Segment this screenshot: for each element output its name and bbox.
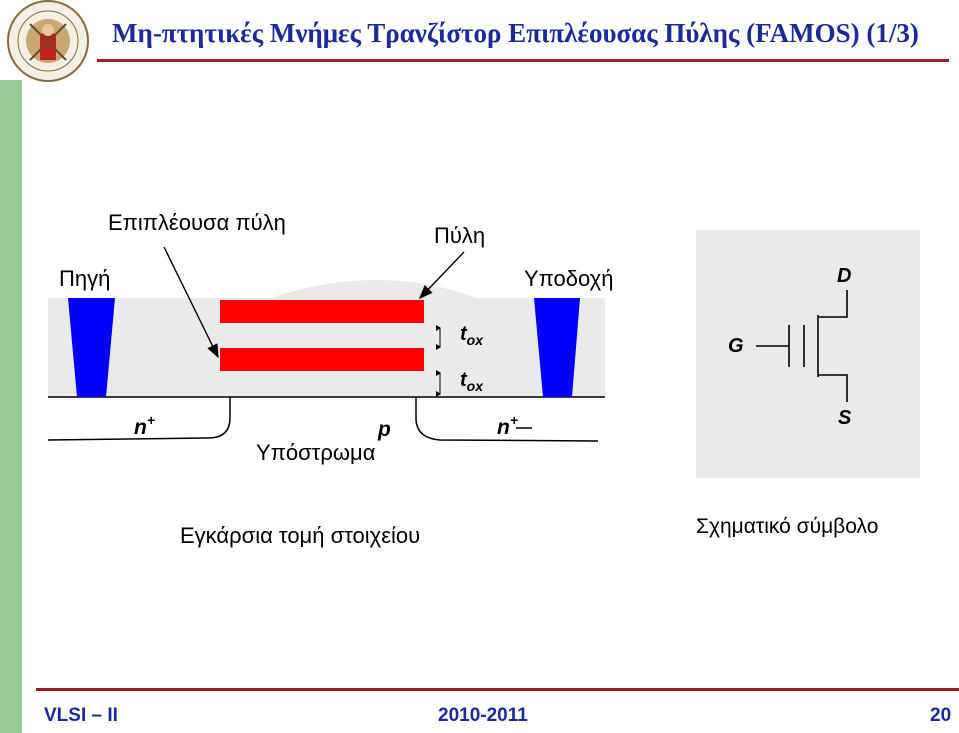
slide-title: Μη-πτητικές Μνήμες Τρανζίστορ Επιπλέουσα… xyxy=(112,18,919,48)
tox-top-label: tox xyxy=(460,323,484,348)
university-seal-icon xyxy=(7,0,89,82)
control-gate xyxy=(220,300,424,323)
floating-gate-label: Επιπλέουσα πύλη xyxy=(108,210,286,235)
gate-pointer xyxy=(419,251,465,300)
drain-contact xyxy=(534,298,580,397)
floating-gate-transistor-symbol xyxy=(756,290,848,402)
source-contact xyxy=(68,298,115,397)
cross-section-caption: Εγκάρσια τομή στοιχείου xyxy=(180,523,420,548)
title-divider xyxy=(97,59,949,62)
source-diffusion xyxy=(47,397,231,441)
gate-label: Πύλη xyxy=(434,223,485,248)
n-plus-left-label: n+ xyxy=(134,412,155,439)
footer-year: 2010-2011 xyxy=(438,705,528,726)
p-label: p xyxy=(377,418,391,441)
oxide-region xyxy=(48,280,605,397)
symbol-caption: Σχηματικό σύμβολο xyxy=(696,515,878,538)
floating-gate xyxy=(220,348,424,371)
substrate-label: Υπόστρωμα xyxy=(256,440,376,465)
drain-label: Υποδοχή xyxy=(524,266,613,291)
symbol-source-label: S xyxy=(838,407,852,429)
floating-gate-pointer xyxy=(163,246,219,359)
green-side-bar xyxy=(0,80,22,733)
footer-divider xyxy=(36,688,959,691)
footer-course: VLSI – II xyxy=(44,705,118,726)
symbol-drain-label: D xyxy=(837,265,851,287)
drain-diffusion xyxy=(415,397,599,442)
source-label: Πηγή xyxy=(59,266,110,291)
n-plus-right-label: n+ xyxy=(497,412,518,439)
footer-page-number: 20 xyxy=(930,705,952,726)
symbol-box xyxy=(696,230,920,478)
symbol-gate-label: G xyxy=(728,335,744,357)
tox-bottom-label: tox xyxy=(460,369,484,394)
